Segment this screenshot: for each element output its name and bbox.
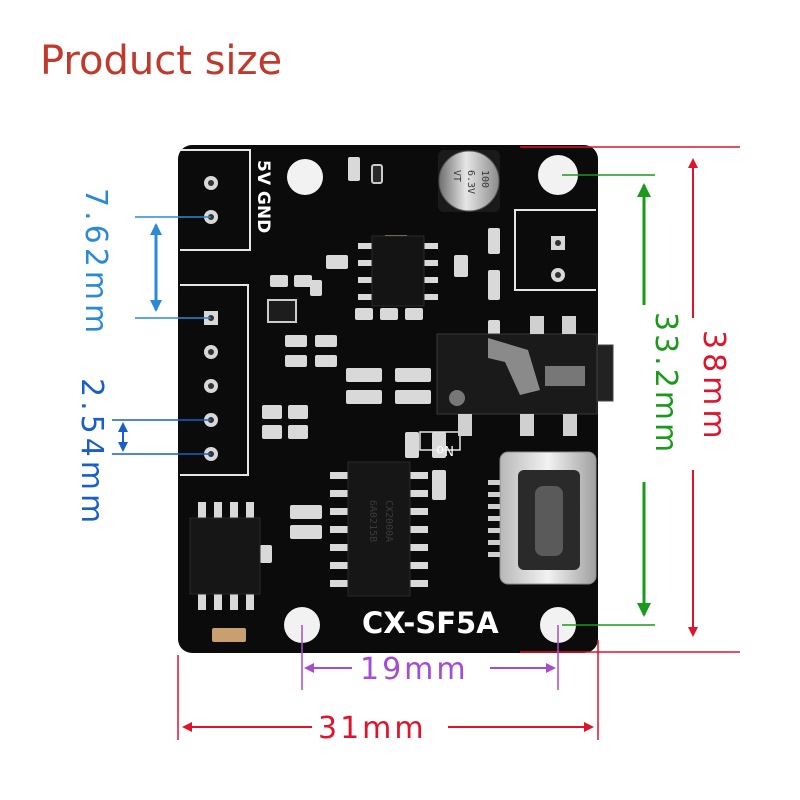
chip-main-text-1: CX2000A — [383, 500, 394, 542]
smd-components — [212, 157, 500, 642]
capacitor-text-1: 100 — [479, 170, 490, 188]
dimension-height-total: 38mm — [520, 146, 740, 653]
capacitor-text-2: 6.3V — [465, 170, 476, 194]
dim-label-width-total: 31mm — [318, 711, 427, 746]
capacitor-text-3: VT — [451, 170, 462, 182]
ic-chip-main: CX2000A 6A0215B — [330, 461, 428, 597]
pcb-board: 5V GND 100 6.3V VT — [178, 145, 614, 653]
page-title: Product size — [40, 38, 283, 84]
dim-label-connector-spacing: 7.62mm — [78, 188, 113, 337]
capacitor: 100 6.3V VT — [438, 150, 500, 212]
power-silk-label: 5V GND — [253, 160, 273, 233]
dimension-pin-pitch: 2.54mm — [74, 378, 211, 527]
ic-chip-top — [358, 235, 438, 307]
model-label: CX-SF5A — [362, 606, 499, 640]
no-silk-box: No — [419, 431, 461, 457]
dim-label-hole-horizontal: 19mm — [360, 652, 469, 687]
audio-jack — [436, 316, 614, 436]
dim-label-height-total: 38mm — [696, 330, 731, 443]
ic-chip-left — [189, 502, 261, 610]
dim-label-hole-vertical: 33.2mm — [648, 312, 683, 455]
usb-c-port — [488, 451, 597, 585]
dimension-width-total: 31mm — [177, 640, 599, 746]
dimension-hole-horizontal: 19mm — [301, 625, 559, 690]
no-silk-label: No — [436, 442, 454, 457]
speaker-pins — [551, 236, 565, 282]
chip-main-text-2: 6A0215B — [367, 500, 378, 542]
dimension-connector-spacing: 7.62mm — [78, 188, 211, 337]
dimension-hole-vertical: 33.2mm — [562, 174, 683, 626]
dim-label-pin-pitch: 2.54mm — [74, 378, 109, 527]
